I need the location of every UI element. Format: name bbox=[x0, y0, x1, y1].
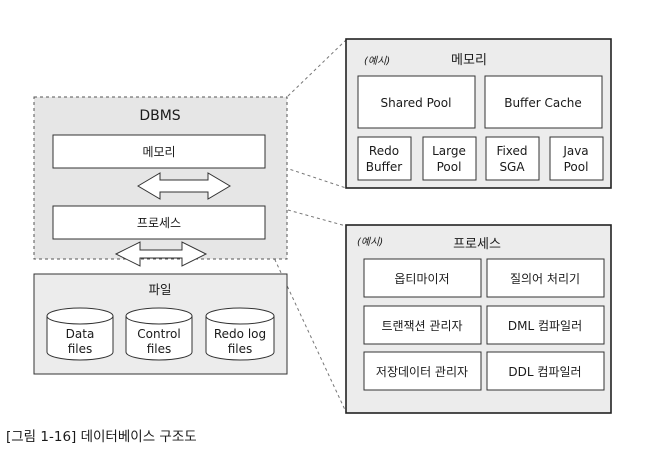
double-arrow-icon bbox=[114, 241, 208, 267]
cylinder-label: files bbox=[147, 342, 172, 356]
small-box-label: Pool bbox=[437, 160, 462, 174]
transaction-manager-box bbox=[363, 305, 482, 345]
process-item-label: 저장데이터 관리자 bbox=[376, 365, 468, 379]
cylinder-label: Control bbox=[137, 327, 180, 341]
memory-example-panel: (예시) 메모리 Shared Pool Buffer Cache Redo B… bbox=[345, 38, 612, 189]
shared-pool-box bbox=[357, 75, 476, 129]
small-box-label: Buffer bbox=[366, 160, 402, 174]
small-box-label: SGA bbox=[499, 160, 525, 174]
small-box-label: Large bbox=[432, 144, 466, 158]
example-tag: (예시) bbox=[364, 55, 390, 67]
redo-buffer-box bbox=[357, 136, 412, 181]
connector-line bbox=[287, 209, 347, 227]
query-processor-box bbox=[486, 258, 605, 298]
figure-caption: [그림 1-16] 데이터베이스 구조도 bbox=[6, 429, 197, 445]
cylinder-label: Data bbox=[66, 327, 95, 341]
java-pool-box bbox=[549, 136, 604, 181]
process-item-label: 질의어 처리기 bbox=[510, 272, 580, 286]
example-tag: (예시) bbox=[357, 236, 383, 248]
cylinder-label: files bbox=[228, 342, 253, 356]
small-box-label: Redo bbox=[369, 144, 399, 158]
dml-compiler-box bbox=[486, 305, 605, 345]
small-box-label: Java bbox=[562, 144, 588, 158]
redo-log-files-cylinder: Redo log files bbox=[205, 307, 275, 361]
process-panel-title: 프로세스 bbox=[453, 237, 501, 252]
process-item-label: DML 컴파일러 bbox=[508, 319, 582, 333]
ddl-compiler-box bbox=[486, 351, 605, 391]
process-item-label: DDL 컴파일러 bbox=[508, 365, 581, 379]
control-files-cylinder: Control files bbox=[125, 307, 193, 361]
memory-panel-title: 메모리 bbox=[451, 53, 487, 68]
cylinder-label: files bbox=[68, 342, 93, 356]
shared-pool-label: Shared Pool bbox=[381, 96, 452, 110]
buffer-cache-box bbox=[484, 75, 603, 129]
dbms-title: DBMS bbox=[139, 108, 180, 124]
large-pool-box bbox=[422, 136, 477, 181]
files-title: 파일 bbox=[148, 282, 171, 297]
small-box-label: Pool bbox=[564, 160, 589, 174]
process-item-label: 트랜잭션 관리자 bbox=[381, 319, 462, 333]
memory-box bbox=[52, 134, 266, 169]
memory-label: 메모리 bbox=[142, 145, 175, 159]
process-example-panel: (예시) 프로세스 옵티마이저 질의어 처리기 트랜잭션 관리자 DML 컴파일… bbox=[345, 224, 612, 414]
process-label: 프로세스 bbox=[137, 216, 181, 230]
optimizer-box bbox=[363, 258, 482, 298]
fixed-sga-box bbox=[485, 136, 540, 181]
buffer-cache-label: Buffer Cache bbox=[504, 96, 582, 110]
data-files-cylinder: Data files bbox=[46, 307, 114, 361]
connector-line bbox=[287, 39, 347, 97]
cylinder-label: Redo log bbox=[214, 327, 266, 341]
storage-data-manager-box bbox=[363, 351, 482, 391]
process-item-label: 옵티마이저 bbox=[394, 272, 449, 286]
files-container: 파일 Data files Control files Redo log fil… bbox=[33, 273, 288, 375]
process-box bbox=[52, 205, 266, 240]
small-box-label: Fixed bbox=[496, 144, 527, 158]
double-arrow-icon bbox=[137, 172, 231, 200]
